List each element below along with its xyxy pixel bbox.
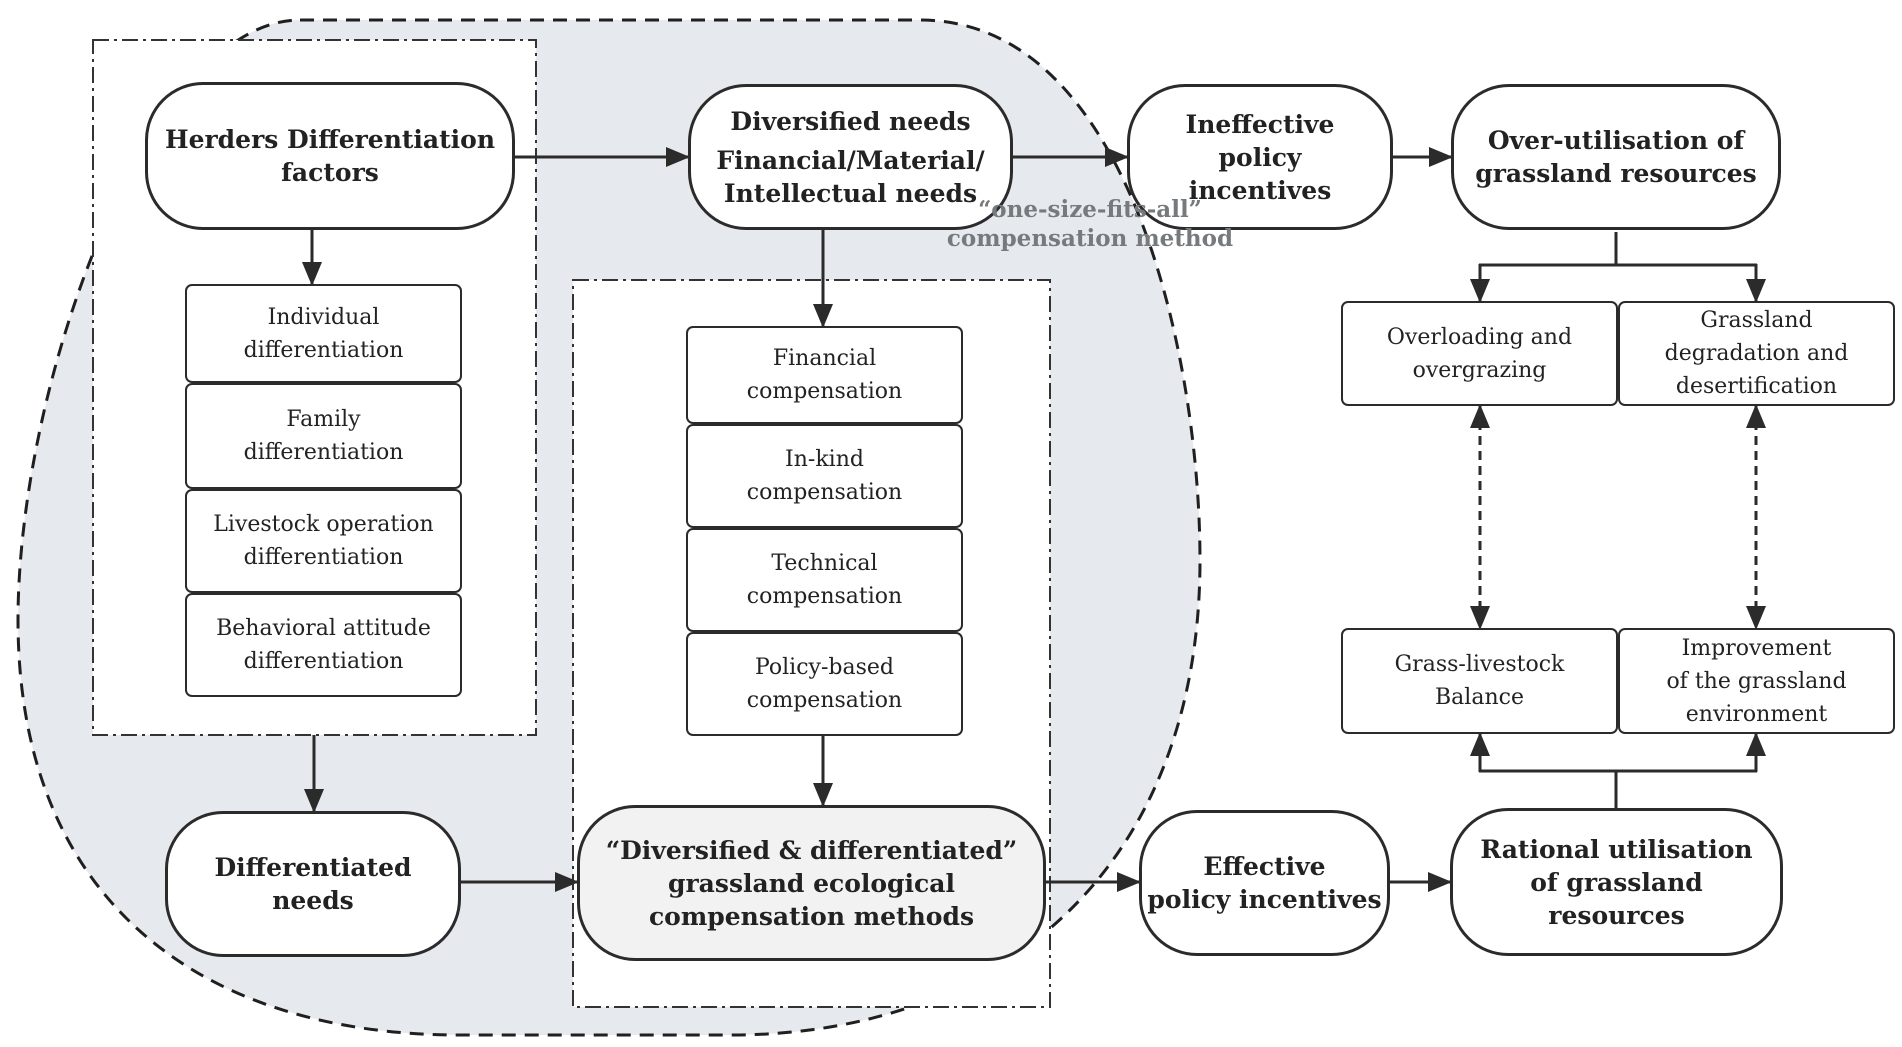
differentiated-needs-node: Differentiated needs xyxy=(165,811,461,957)
one-size-fits-all-label: “one-size-fits-all” compensation method xyxy=(946,196,1234,252)
problem-box-overloading: Overloading and overgrazing xyxy=(1341,301,1618,406)
ineffective-policy-incentives-node: Ineffective policy incentives xyxy=(1127,84,1393,230)
compensation-item: Policy-based compensation xyxy=(686,632,963,736)
problem-box-degradation: Grassland degradation and desertificatio… xyxy=(1618,301,1895,406)
diversified-needs-node: Diversified needs Financial/Material/ In… xyxy=(688,84,1013,230)
differentiation-item: Livestock operation differentiation xyxy=(185,489,462,593)
outcome-box-improvement: Improvement of the grassland environment xyxy=(1618,628,1895,734)
rational-utilisation-node: Rational utilisation of grassland resour… xyxy=(1450,808,1783,956)
over-utilisation-node: Over-utilisation of grassland resources xyxy=(1451,84,1781,230)
compensation-item: Technical compensation xyxy=(686,528,963,632)
differentiation-item: Individual differentiation xyxy=(185,284,462,383)
differentiation-item: Behavioral attitude differentiation xyxy=(185,593,462,697)
diversified-needs-detail: Financial/Material/ Intellectual needs xyxy=(716,145,985,208)
compensation-item: Financial compensation xyxy=(686,326,963,424)
herders-differentiation-factors-node: Herders Differentiation factors xyxy=(145,82,515,230)
diversified-needs-title: Diversified needs xyxy=(730,106,971,136)
compensation-item: In-kind compensation xyxy=(686,424,963,528)
differentiation-item: Family differentiation xyxy=(185,383,462,489)
outcome-box-balance: Grass-livestock Balance xyxy=(1341,628,1618,734)
effective-policy-incentives-node: Effective policy incentives xyxy=(1139,810,1390,956)
diversified-methods-node: “Diversified & differentiated” grassland… xyxy=(577,805,1046,961)
connector-overuse-to-problems xyxy=(1479,232,1618,267)
